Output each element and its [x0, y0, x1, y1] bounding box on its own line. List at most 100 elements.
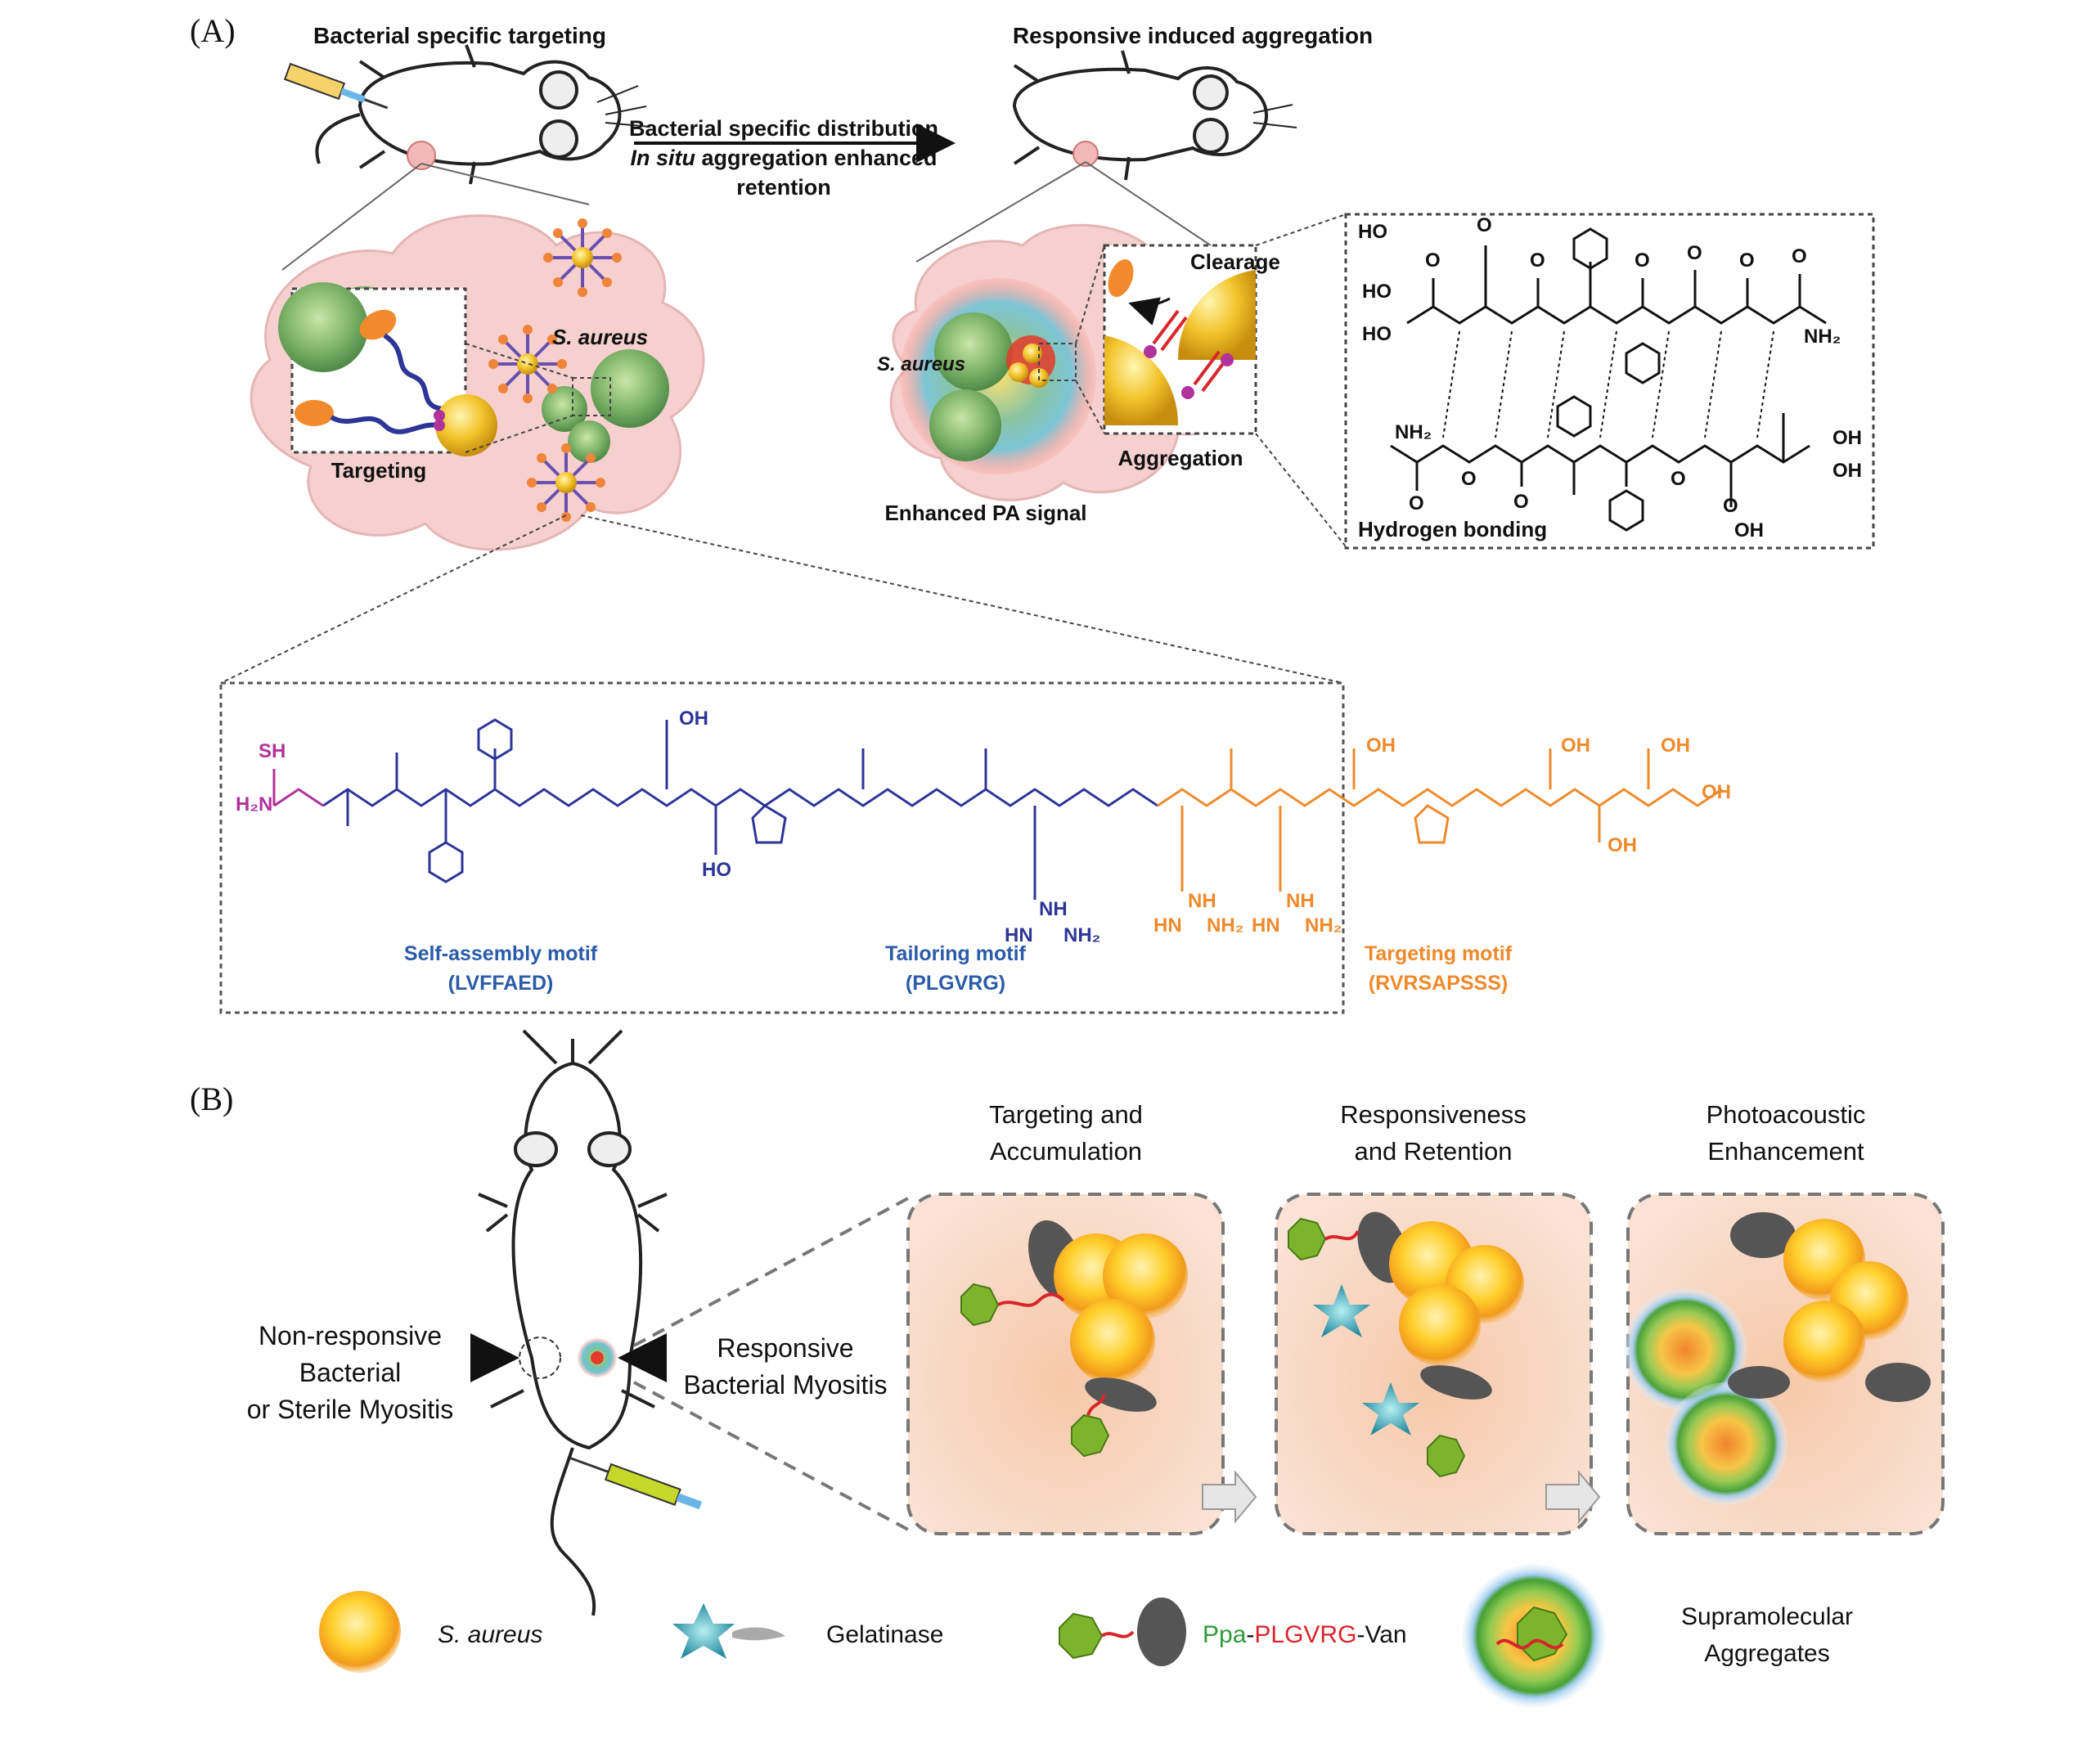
zoom-line — [915, 161, 1086, 263]
benzene-ring-icon — [1556, 227, 1661, 532]
hbond-group-label: HO — [1362, 281, 1392, 303]
side-label: OH — [679, 708, 708, 730]
in-situ-text: In situ — [630, 146, 695, 170]
nanoparticle-icon — [527, 443, 605, 522]
ppa-icon — [1071, 1413, 1110, 1458]
mouse-b-icon — [478, 1029, 668, 1616]
clearage-label: Clearage — [1190, 249, 1280, 274]
vancomycin-icon — [1730, 1212, 1796, 1258]
hbond-group-label: NH₂ — [1395, 421, 1432, 443]
mouse-right-icon — [1012, 50, 1297, 181]
progress-arrow-icon — [1202, 1470, 1257, 1524]
side-label: NH₂ — [1063, 924, 1101, 946]
non-responsive-line3: or Sterile Myositis — [246, 1395, 454, 1424]
h2n-label: H₂N — [236, 793, 273, 816]
bacterium-icon — [934, 312, 1013, 391]
arrow-caption-line2: In situ aggregation enhanced — [630, 146, 937, 171]
zoom-line — [420, 163, 590, 205]
side-label: OH — [1561, 735, 1590, 757]
responsive-line2: Bacterial Myositis — [683, 1370, 888, 1400]
thiol-anchor-icon — [434, 420, 445, 431]
vancomycin-icon — [1085, 1377, 1157, 1412]
in-situ-rest: aggregation enhanced — [695, 146, 938, 170]
s-aureus-label-left: S. aureus — [552, 325, 649, 349]
legend-ppa-van-label: Ppa-PLGVRG-Van — [1203, 1621, 1407, 1649]
side-label: NH — [1286, 890, 1315, 912]
vancomycin-icon — [1728, 1366, 1790, 1399]
syringe-icon-b — [569, 1456, 703, 1510]
peptide-side-chains-blue — [346, 718, 1037, 900]
zoom-box-small — [572, 377, 611, 416]
panel-b-label: (B) — [190, 1081, 234, 1117]
injection-site-left-icon — [407, 141, 436, 170]
hbond-group-label: OH — [1734, 519, 1764, 541]
s-aureus-icon — [1070, 1299, 1155, 1384]
s-aureus-icon — [1783, 1301, 1865, 1382]
peptide-side-chains-orange — [1180, 748, 1650, 892]
motif-seq-tailoring: (PLGVRG) — [905, 972, 1006, 995]
side-label: NH₂ — [1305, 914, 1342, 937]
mouse-left-icon — [315, 44, 651, 185]
hbond-group-label: HO — [1362, 323, 1392, 345]
peptide-backbone — [272, 769, 1723, 807]
supramolecular-aggregate-icon — [1624, 1288, 1747, 1411]
cleaved-ligand-icon — [1108, 258, 1134, 298]
hbond-group-label: O — [1513, 491, 1529, 513]
arrow-caption-line1: Bacterial specific distribution — [628, 116, 939, 141]
zoom-line — [281, 163, 422, 271]
vancomycin-icon — [1865, 1363, 1931, 1402]
hbond-group-label: HO — [1358, 221, 1387, 243]
hbond-group-label: OH — [1832, 460, 1862, 482]
s-aureus-label-right: S. aureus — [877, 353, 966, 375]
legend-dash-2: - — [1356, 1621, 1365, 1648]
legend-s-aureus-icon — [319, 1591, 401, 1673]
bacterium-icon — [929, 389, 1001, 461]
stage-1-title-line1: Targeting and — [989, 1100, 1143, 1129]
supramolecular-aggregate-icon — [1665, 1382, 1787, 1505]
hbond-group-label: O — [1635, 249, 1650, 272]
injection-site-right-icon — [1072, 141, 1099, 167]
side-label: NH — [1188, 890, 1216, 912]
bacterium-icon — [542, 386, 587, 432]
nanoparticle-icon — [488, 325, 567, 403]
legend-plgvrg-text: PLGVRG — [1254, 1621, 1357, 1648]
hbond-group-label: NH₂ — [1804, 326, 1841, 348]
hbond-bottom-backbone — [1390, 413, 1810, 507]
panel-a-label: (A) — [190, 12, 236, 49]
motif-seq-targeting: (RVRSAPSSS) — [1368, 972, 1509, 995]
stage-3-title-line2: Enhancement — [1707, 1137, 1864, 1166]
side-label: HN — [1252, 914, 1280, 937]
thiol-anchor-icon — [434, 410, 445, 421]
aggregation-label: Aggregation — [1117, 446, 1243, 470]
gold-particle-icon — [435, 394, 497, 456]
side-label: NH — [1039, 898, 1068, 920]
ppa-icon — [1288, 1217, 1327, 1261]
legend-s-aureus-label: S. aureus — [438, 1621, 543, 1648]
hbond-group-label: O — [1671, 468, 1686, 490]
hbond-group-label: O — [1477, 214, 1492, 236]
targeting-label: Targeting — [331, 458, 427, 483]
legend-van-text: Van — [1365, 1621, 1407, 1648]
side-label: HO — [702, 859, 731, 881]
side-label: OH — [1366, 735, 1396, 757]
hbond-group-label: O — [1739, 249, 1755, 272]
side-label: HN — [1153, 914, 1182, 937]
left-heading: Bacterial specific targeting — [313, 23, 606, 48]
motif-seq-self-assembly: (LVFFAED) — [447, 972, 554, 995]
vancomycin-icon — [1420, 1365, 1492, 1400]
stage-2-title-line1: Responsiveness — [1340, 1100, 1527, 1129]
legend-supra-line2: Aggregates — [1704, 1640, 1830, 1667]
legend-supra-line1: Supramolecular — [1680, 1603, 1854, 1630]
non-responsive-site-icon — [519, 1337, 561, 1379]
stage-2-title-line2: and Retention — [1354, 1137, 1513, 1166]
sh-label: SH — [259, 740, 286, 762]
arrow-caption-line3: retention — [736, 175, 831, 200]
peptide-chain-icon — [330, 415, 443, 434]
enhanced-pa-label: Enhanced PA signal — [884, 501, 1087, 525]
hbond-top-backbone — [1406, 245, 1827, 325]
side-label: OH — [1661, 735, 1690, 757]
responsive-line1: Responsive — [717, 1333, 854, 1363]
hydrogen-bond-lines — [1442, 330, 1774, 438]
motif-name-self-assembly: Self-assembly motif — [403, 942, 598, 965]
hbond-group-label: O — [1530, 249, 1545, 272]
